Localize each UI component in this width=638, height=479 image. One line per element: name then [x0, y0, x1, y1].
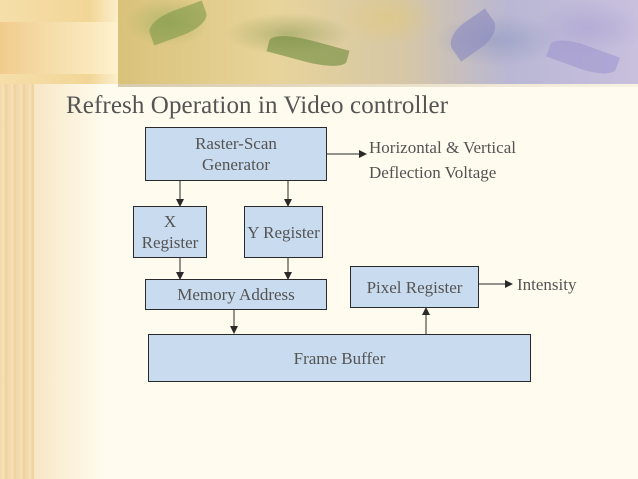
top-photo-panel [118, 0, 638, 84]
y-register-box: Y Register [244, 206, 323, 258]
y-register-label: Y Register [247, 222, 320, 242]
leaf-decoration [443, 8, 503, 62]
raster-scan-generator-label: Raster-Scan Generator [195, 134, 277, 174]
leaf-decoration [546, 33, 620, 81]
pixel-register-label: Pixel Register [366, 277, 463, 297]
pixel-register-box: Pixel Register [350, 266, 479, 308]
frame-buffer-box: Frame Buffer [148, 334, 531, 382]
frame-buffer-label: Frame Buffer [293, 348, 386, 368]
slide-title: Refresh Operation in Video controller [66, 92, 449, 119]
header-shadow [118, 84, 638, 87]
x-register-box: X Register [133, 206, 207, 258]
intensity-output-label: Intensity [517, 275, 577, 294]
deflection-output-label: Horizontal & Vertical Deflection Voltage [369, 135, 516, 185]
deflection-output-line1: Horizontal & Vertical [369, 138, 516, 157]
top-left-band [0, 22, 118, 74]
deflection-output-line2: Deflection Voltage [369, 163, 497, 182]
memory-address-label: Memory Address [177, 285, 295, 304]
x-register-label: X Register [141, 212, 199, 252]
raster-scan-generator-box: Raster-Scan Generator [145, 127, 327, 181]
leaf-decoration [266, 30, 350, 72]
leaf-decoration [145, 0, 211, 46]
memory-address-box: Memory Address [145, 279, 327, 310]
